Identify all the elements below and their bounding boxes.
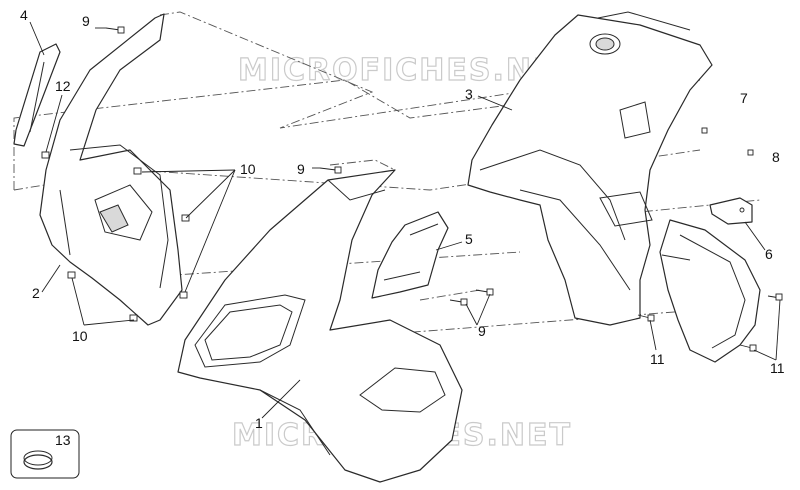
callout-7: 7 bbox=[740, 90, 748, 106]
callout-13: 13 bbox=[55, 432, 71, 448]
screw-7 bbox=[701, 127, 708, 134]
callout-5: 5 bbox=[465, 231, 473, 247]
screw-9-lower-a bbox=[449, 298, 468, 306]
part-2-inner-frame bbox=[39, 13, 183, 326]
part-1-front-fairing bbox=[177, 169, 463, 483]
screw-9-top bbox=[105, 26, 125, 34]
callout-3: 3 bbox=[465, 86, 473, 102]
screws bbox=[41, 26, 783, 352]
callout-10-lower: 10 bbox=[72, 328, 88, 344]
callout-12: 12 bbox=[55, 78, 71, 94]
screw-8 bbox=[747, 149, 754, 156]
screw-11-a bbox=[637, 314, 655, 322]
leader-lines bbox=[29, 21, 781, 419]
callout-9-top: 9 bbox=[82, 13, 90, 29]
part-5-side-panel bbox=[371, 211, 449, 299]
part-right-lower-panel bbox=[659, 219, 761, 363]
clip-10-c bbox=[179, 291, 188, 299]
callout-labels: 1 2 3 4 5 6 7 8 9 9 9 10 10 11 11 12 13 bbox=[20, 7, 785, 448]
part-4-trim-strip bbox=[13, 43, 61, 147]
callout-11-right: 11 bbox=[770, 360, 785, 376]
clip-12 bbox=[41, 151, 50, 159]
clip-10-b bbox=[181, 214, 190, 222]
callout-1: 1 bbox=[255, 415, 263, 431]
callout-11-left: 11 bbox=[650, 351, 665, 367]
callout-8: 8 bbox=[772, 149, 780, 165]
callout-6: 6 bbox=[765, 246, 773, 262]
clip-10-d bbox=[67, 271, 76, 279]
screw-11-c bbox=[767, 293, 783, 301]
clip-10-a bbox=[133, 167, 142, 175]
screw-11-b bbox=[739, 344, 757, 352]
callout-10-upper: 10 bbox=[240, 161, 256, 177]
callout-2: 2 bbox=[32, 285, 40, 301]
screw-9-mid bbox=[319, 166, 342, 174]
callout-9-lower: 9 bbox=[478, 323, 486, 339]
callout-4: 4 bbox=[20, 7, 28, 23]
callout-9-mid: 9 bbox=[297, 161, 305, 177]
part-3-inner-fairing bbox=[467, 11, 713, 326]
clip-10-e bbox=[129, 314, 138, 322]
part-6-bracket bbox=[709, 197, 753, 225]
part-13-cap-box bbox=[10, 429, 80, 479]
